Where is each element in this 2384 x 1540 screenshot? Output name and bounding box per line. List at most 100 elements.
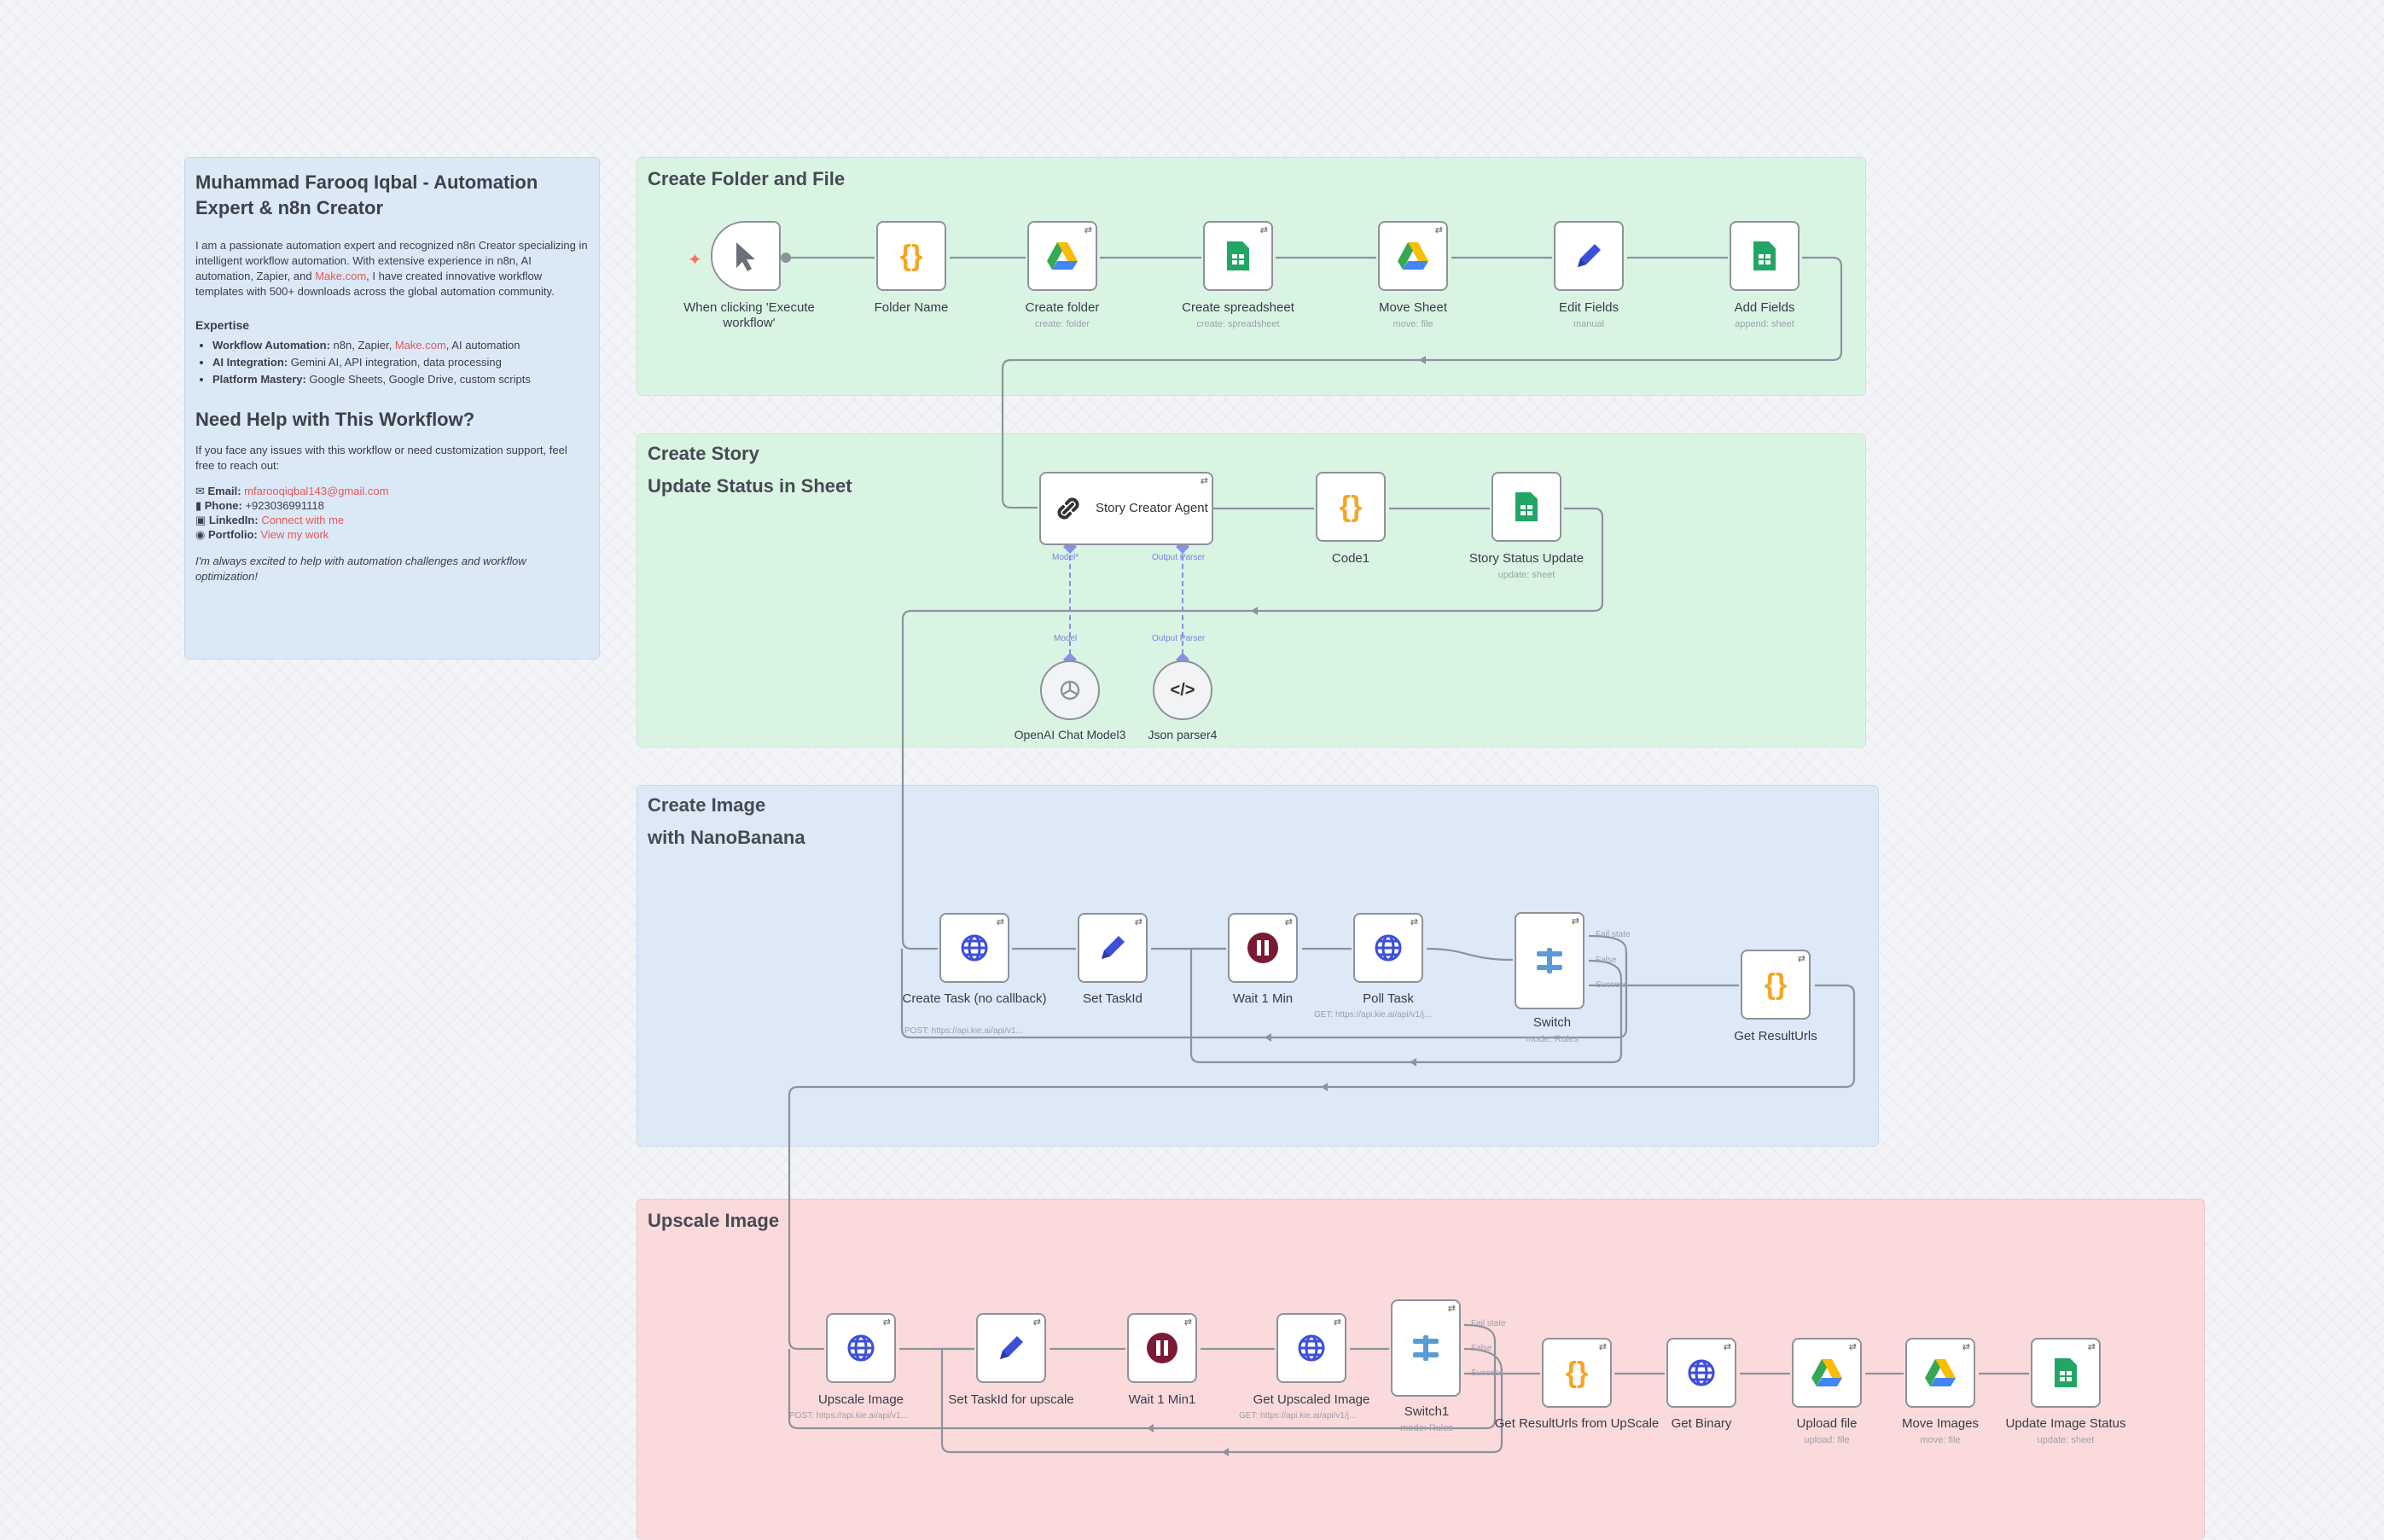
node-move-sheet[interactable]: ⇄ (1378, 221, 1448, 291)
node-subtitle: mode: Rules (1400, 1423, 1453, 1433)
node-label: When clicking 'Execute workflow' (683, 300, 815, 330)
cursor-icon (736, 242, 755, 271)
group-subtitle: Update Status in Sheet (648, 475, 852, 497)
globe-icon (1298, 1334, 1325, 1362)
switch-icon (1413, 1335, 1439, 1361)
node-get-binary[interactable]: ⇄ (1666, 1338, 1736, 1408)
node-upscale-image[interactable]: ⇄ (826, 1313, 896, 1383)
sync-icon: ⇄ (1434, 225, 1443, 235)
port-label: Success (1596, 980, 1628, 990)
node-label: Get Binary (1671, 1416, 1732, 1431)
node-edit-fields[interactable] (1554, 221, 1624, 291)
node-label: Create Task (no callback) (902, 991, 1047, 1006)
node-label: Add Fields (1734, 300, 1795, 315)
node-folder-name[interactable]: {} (876, 221, 946, 291)
output-handle[interactable] (781, 253, 791, 263)
node-subtitle: move: file (1920, 1435, 1961, 1445)
port-label: Output Parser (1152, 634, 1206, 643)
globe-icon (961, 934, 988, 962)
sync-icon: ⇄ (882, 1317, 891, 1328)
node-label: OpenAI Chat Model3 (1014, 728, 1126, 741)
node-label: Json parser4 (1148, 728, 1218, 741)
node-wait-1-min1[interactable]: ⇄ (1127, 1313, 1197, 1383)
connection (940, 1347, 1503, 1454)
node-switch1[interactable]: ⇄ (1391, 1299, 1461, 1397)
node-update-image-status[interactable]: ⇄ (2031, 1338, 2101, 1408)
port-label: Model (1054, 634, 1078, 643)
node-subtitle: POST: https://api.kie.ai/api/v1... (789, 1411, 908, 1421)
expertise-list: Workflow Automation: n8n, Zapier, Make.c… (195, 337, 589, 388)
node-label: Create folder (1025, 300, 1100, 315)
node-label: Poll Task (1363, 991, 1414, 1006)
help-heading: Need Help with This Workflow? (195, 409, 475, 430)
sync-icon: ⇄ (996, 917, 1004, 927)
port-label: Model* (1052, 553, 1079, 562)
group-title: Create Story (648, 443, 759, 464)
sync-icon: ⇄ (1848, 1342, 1857, 1352)
node-move-images[interactable]: ⇄ (1905, 1338, 1975, 1408)
node-story-creator-agent[interactable]: Story Creator Agent ⇄ (1039, 472, 1213, 545)
expertise-heading: Expertise (195, 318, 250, 332)
node-set-taskid-upscale[interactable]: ⇄ (976, 1313, 1046, 1383)
node-label: Create spreadsheet (1182, 300, 1294, 315)
node-poll-task[interactable]: ⇄ (1353, 913, 1423, 983)
node-subtitle: upload: file (1804, 1435, 1850, 1445)
node-label: Get ResultUrls from UpScale (1494, 1416, 1660, 1431)
node-get-upscaled-image[interactable]: ⇄ (1276, 1313, 1346, 1383)
port-label: Fail state (1471, 1319, 1506, 1328)
sync-icon: ⇄ (1447, 1304, 1456, 1314)
node-label: Upscale Image (817, 1392, 904, 1407)
node-json-parser[interactable]: </> (1153, 660, 1212, 720)
node-create-spreadsheet[interactable]: ⇄ (1203, 221, 1273, 291)
pencil-icon (1102, 936, 1125, 959)
node-create-folder[interactable]: ⇄ (1027, 221, 1097, 291)
node-create-task[interactable]: ⇄ (939, 913, 1009, 983)
node-switch[interactable]: ⇄ (1515, 912, 1584, 1009)
node-subtitle: append: sheet (1735, 319, 1794, 329)
port-label: Output Parser (1152, 553, 1206, 562)
node-add-fields[interactable] (1730, 221, 1800, 291)
contact-linkedin: ▣ LinkedIn: Connect with me (195, 514, 345, 526)
node-subtitle: move: file (1393, 319, 1433, 329)
node-subtitle: update: sheet (1497, 570, 1555, 580)
connection (1426, 947, 1514, 962)
node-label: Move Sheet (1378, 300, 1448, 315)
group-create-story[interactable]: Create Story Update Status in Sheet (637, 433, 1866, 747)
node-code1[interactable]: {} (1316, 472, 1386, 542)
node-story-status-update[interactable] (1491, 472, 1561, 542)
node-wait-1-min[interactable]: ⇄ (1228, 913, 1298, 983)
node-label: Code1 (1331, 551, 1370, 566)
node-manual-trigger[interactable] (711, 221, 781, 291)
node-label: Update Image Status (2005, 1416, 2126, 1431)
closing-text: I'm always excited to help with automati… (195, 555, 526, 583)
sync-icon: ⇄ (1571, 916, 1579, 927)
sync-icon: ⇄ (1183, 1317, 1192, 1328)
expertise-item: AI Integration: Gemini AI, API integrati… (212, 354, 589, 371)
expertise-item: Workflow Automation: n8n, Zapier, Make.c… (212, 337, 589, 354)
node-label: Set TaskId (1083, 991, 1143, 1006)
pencil-icon (1000, 1336, 1023, 1359)
node-upload-file[interactable]: ⇄ (1792, 1338, 1862, 1408)
node-get-resulturls-upscale[interactable]: {} ⇄ (1542, 1338, 1612, 1408)
openai-icon (1060, 680, 1080, 700)
node-subtitle: mode: Rules (1526, 1034, 1579, 1044)
google-drive-icon (1398, 242, 1428, 270)
info-sticky-note[interactable]: Muhammad Farooq Iqbal - Automation Exper… (184, 157, 600, 660)
make-link[interactable]: Make.com (315, 270, 367, 282)
google-sheets-icon (2055, 1358, 2077, 1387)
google-sheets-icon (1227, 241, 1249, 270)
connection (1001, 256, 1843, 509)
contact-list: ✉ Email: mfarooqiqbal143@gmail.com ▮ Pho… (195, 484, 589, 542)
node-set-taskid[interactable]: ⇄ (1078, 913, 1148, 983)
node-label: Switch (1532, 1015, 1572, 1030)
sync-icon: ⇄ (1797, 954, 1805, 964)
sync-icon: ⇄ (1084, 225, 1092, 235)
node-subtitle: create: folder (1034, 319, 1090, 329)
node-subtitle: create: spreadsheet (1196, 319, 1280, 329)
node-get-resulturls[interactable]: {} ⇄ (1741, 950, 1811, 1020)
globe-icon (847, 1334, 875, 1362)
expertise-item: Platform Mastery: Google Sheets, Google … (212, 371, 589, 388)
node-openai-chat-model[interactable] (1040, 660, 1100, 720)
node-subtitle: GET: https://api.kie.ai/api/v1/j... (1239, 1411, 1357, 1421)
